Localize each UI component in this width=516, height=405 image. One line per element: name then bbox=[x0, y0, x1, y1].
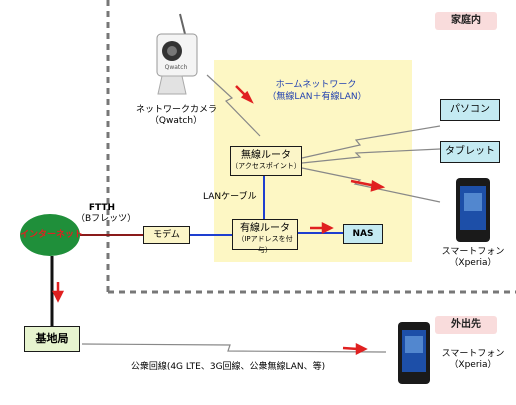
wireless-router-name: 無線ルータ bbox=[241, 150, 291, 161]
network-camera-icon bbox=[156, 13, 198, 95]
camera-lens-inner bbox=[167, 46, 177, 56]
camera-model: （Qwatch） bbox=[149, 116, 203, 126]
arrow-smartphone-head bbox=[370, 180, 386, 192]
smartphone-home-model: （Xperia） bbox=[449, 258, 497, 268]
internet-label: インターネット bbox=[20, 230, 84, 240]
arrow-basestation-head bbox=[51, 290, 65, 303]
wired-router-name: 有線ルータ bbox=[240, 223, 290, 234]
camera-name: ネットワークカメラ bbox=[136, 105, 218, 115]
camera-antenna bbox=[179, 13, 186, 35]
smartphone-outside-name: スマートフォン bbox=[441, 349, 505, 359]
wireless-tablet-link bbox=[301, 148, 441, 164]
modem-box: モデム bbox=[143, 226, 190, 244]
public-line-link bbox=[81, 343, 387, 353]
smartphone-outside-icon bbox=[398, 322, 430, 384]
smartphone-outside-model: （Xperia） bbox=[449, 360, 497, 370]
wired-router-sub: （IPアドレスを付与） bbox=[237, 235, 293, 254]
wired-router-box: 有線ルータ （IPアドレスを付与） bbox=[232, 219, 298, 254]
smartphone-home-name: スマートフォン bbox=[441, 247, 505, 257]
zone-home-label: 家庭内 bbox=[435, 12, 497, 30]
arrow-public-line bbox=[342, 346, 359, 351]
nas-box: NAS bbox=[343, 224, 383, 244]
camera-brand: Qwatch bbox=[164, 64, 188, 71]
tablet-box: タブレット bbox=[440, 141, 500, 163]
public-line-label: 公衆回線(4G LTE、3G回線、公衆無線LAN、等) bbox=[130, 362, 326, 372]
wireless-camera-link bbox=[206, 74, 261, 137]
wireless-router-sub: （アクセスポイント） bbox=[231, 162, 301, 170]
wireless-router-box: 無線ルータ （アクセスポイント） bbox=[230, 146, 302, 176]
arrow-nas-head bbox=[321, 221, 334, 235]
home-network-title: ホームネットワーク bbox=[275, 80, 357, 90]
internet-cloud bbox=[20, 214, 80, 256]
base-station-box: 基地局 bbox=[24, 326, 80, 352]
ftth-label: FTTH bbox=[88, 203, 116, 213]
wireless-pc-link bbox=[301, 125, 441, 159]
home-network-subtitle: （無線LAN＋有線LAN） bbox=[267, 92, 367, 102]
smartphone-home-widget bbox=[464, 193, 482, 211]
ftth-sub-label: （Bフレッツ） bbox=[76, 214, 137, 224]
arrow-public-line-head bbox=[355, 342, 368, 356]
lan-cable-label: LANケーブル bbox=[203, 192, 257, 202]
data-flow-arrows bbox=[51, 85, 386, 356]
camera-stand bbox=[157, 75, 187, 95]
smartphone-home-icon bbox=[456, 178, 490, 242]
zone-outside-label: 外出先 bbox=[435, 316, 497, 334]
pc-box: パソコン bbox=[440, 99, 500, 121]
smartphone-outside-widget bbox=[405, 336, 423, 353]
arrow-camera-head bbox=[240, 90, 254, 104]
